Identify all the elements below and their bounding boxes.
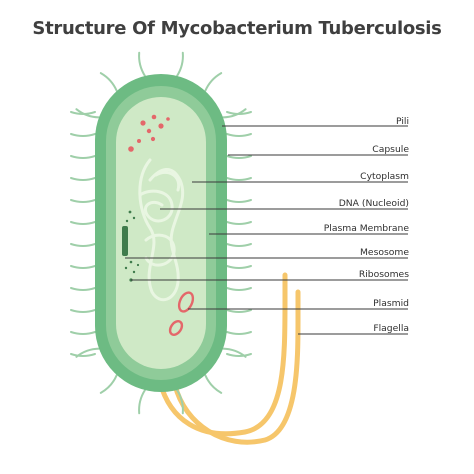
pilus-strand bbox=[70, 265, 96, 269]
label-ribosomes: Ribosomes bbox=[359, 269, 409, 280]
cytoplasm-icon bbox=[116, 97, 206, 369]
pilus-strand bbox=[70, 221, 96, 225]
pilus-strand bbox=[70, 199, 96, 203]
pilus-strand bbox=[176, 389, 184, 415]
pilus-strand bbox=[222, 347, 247, 358]
pilus-strand bbox=[70, 331, 96, 335]
labels: Pili Capsule Cytoplasm DNA (Nucleoid) Pl… bbox=[324, 116, 410, 334]
pilus-strand bbox=[70, 133, 96, 137]
leader-lines bbox=[125, 125, 408, 335]
flagella-icon bbox=[157, 272, 301, 445]
pilus-strand bbox=[75, 108, 100, 119]
pilus-strand bbox=[70, 177, 96, 181]
label-mesosome: Mesosome bbox=[360, 247, 409, 258]
label-flagella: Flagella bbox=[373, 323, 409, 334]
label-plasmid: Plasmid bbox=[373, 298, 409, 309]
pilus-strand bbox=[222, 108, 247, 119]
pilus-strand bbox=[226, 287, 252, 291]
pilus-strand bbox=[226, 353, 252, 357]
label-dna-nucleoid: DNA (Nucleoid) bbox=[339, 198, 409, 209]
pilus-strand bbox=[204, 374, 223, 394]
pilus-strand bbox=[99, 72, 118, 92]
label-plasma-membrane: Plasma Membrane bbox=[324, 223, 410, 234]
pilus-strand bbox=[138, 389, 146, 415]
pilus-strand bbox=[226, 331, 252, 335]
pilus-strand bbox=[226, 199, 252, 203]
pilus-strand bbox=[226, 309, 252, 313]
pilus-strand bbox=[70, 353, 96, 357]
pilus-strand bbox=[176, 51, 184, 77]
pilus-strand bbox=[99, 374, 118, 394]
ribosomes-icon bbox=[124, 210, 140, 282]
pilus-strand bbox=[70, 309, 96, 313]
pilus-strand bbox=[138, 51, 146, 77]
pilus-strand bbox=[226, 265, 252, 269]
label-pili: Pili bbox=[396, 116, 409, 127]
label-capsule: Capsule bbox=[372, 144, 409, 155]
diagram-title: Structure Of Mycobacterium Tuberculosis bbox=[32, 18, 442, 39]
pilus-strand bbox=[226, 155, 252, 159]
mesosome-icon bbox=[122, 226, 128, 256]
pilus-strand bbox=[70, 155, 96, 159]
pilus-strand bbox=[226, 243, 252, 247]
pilus-strand bbox=[70, 243, 96, 247]
pilus-strand bbox=[226, 221, 252, 225]
dna-nucleoid-icon bbox=[138, 158, 185, 302]
plasmid-icon bbox=[168, 291, 195, 336]
pili-icon bbox=[70, 51, 252, 415]
pilus-strand bbox=[226, 177, 252, 181]
pilus-strand bbox=[70, 287, 96, 291]
pilus-strand bbox=[75, 347, 100, 358]
pilus-strand bbox=[226, 133, 252, 137]
inclusion-dots-icon bbox=[128, 114, 170, 152]
label-cytoplasm: Cytoplasm bbox=[360, 171, 409, 182]
pilus-strand bbox=[204, 72, 223, 92]
